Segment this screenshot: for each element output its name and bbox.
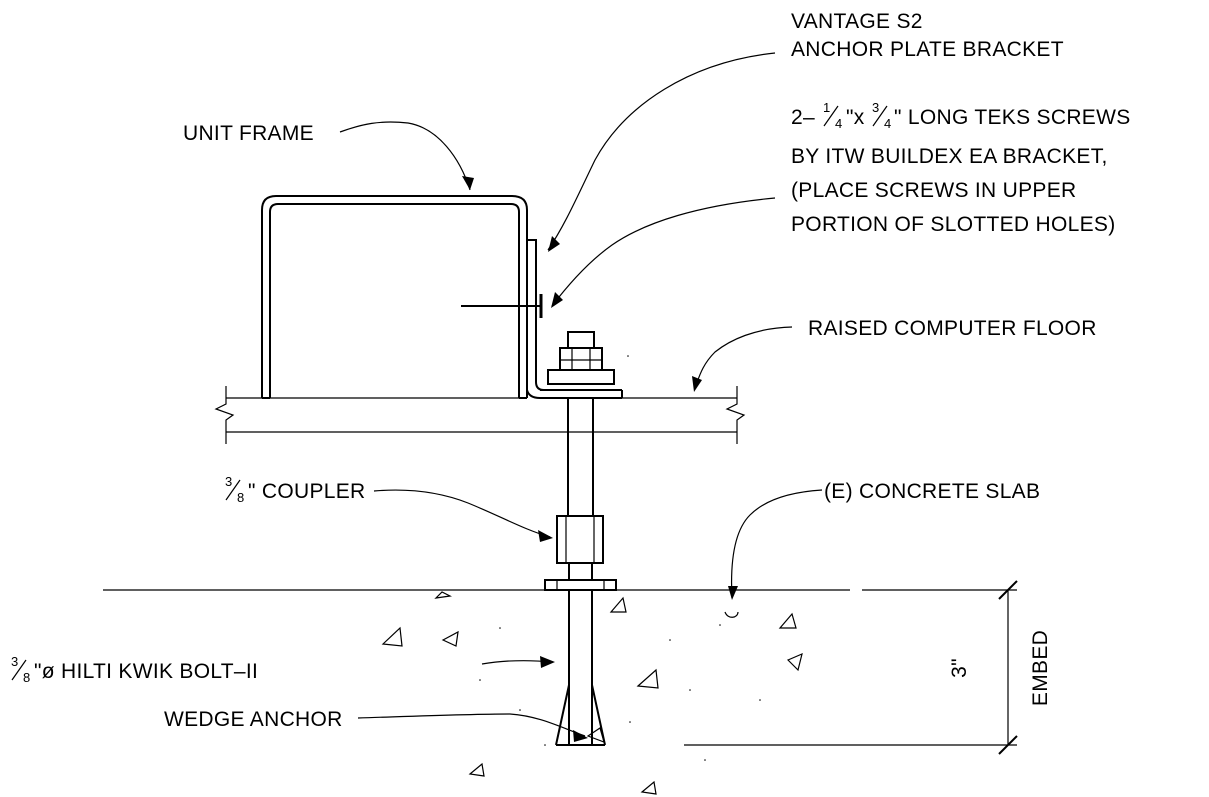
anchor-plate-bracket (526, 239, 623, 399)
screws-frac2-den: 4 (884, 116, 891, 131)
screws-line4: PORTION OF SLOTTED HOLES) (791, 213, 1116, 236)
hex-nut (547, 331, 615, 385)
anchor-label-line2: WEDGE ANCHOR (164, 708, 343, 731)
raised-floor (214, 386, 746, 444)
raised-floor-label: RAISED COMPUTER FLOOR (808, 317, 1097, 340)
leader-lines (339, 52, 823, 742)
wedge-anchor (555, 590, 606, 746)
anchor-label-line1: "ø HILTI KWIK BOLT–II (34, 660, 258, 683)
screws-frac1-den: 4 (835, 116, 842, 131)
coupler-frac-num: 3 (225, 474, 232, 489)
anchor-frac-num: 3 (11, 654, 18, 669)
bracket-label-line2: ANCHOR PLATE BRACKET (791, 38, 1064, 61)
embed-label: EMBED (1029, 630, 1052, 706)
screws-suffix: " LONG TEKS SCREWS (894, 106, 1131, 129)
screws-frac2-num: 3 (872, 100, 879, 115)
screws-line3: (PLACE SCREWS IN UPPER (791, 179, 1077, 202)
screws-prefix: 2– (791, 106, 815, 129)
anchor-frac-den: 8 (23, 670, 30, 685)
coupler-label: " COUPLER (248, 480, 366, 503)
screws-x: "x (846, 106, 865, 129)
coupler-frac-den: 8 (237, 490, 244, 505)
coupler (556, 515, 604, 564)
embed-value: 3" (948, 658, 971, 678)
embed-dimension (998, 580, 1018, 755)
screws-line2: BY ITW BUILDEX EA BRACKET, (791, 145, 1108, 168)
concrete-slab (103, 355, 1017, 795)
bracket-label-line1: VANTAGE S2 (791, 10, 923, 33)
slab-washer (544, 579, 617, 591)
unit-frame-label: UNIT FRAME (183, 122, 314, 145)
screws-frac1-num: 1 (823, 100, 830, 115)
unit-frame (261, 195, 528, 399)
concrete-slab-label: (E) CONCRETE SLAB (824, 480, 1040, 503)
annotations: VANTAGE S2 ANCHOR PLATE BRACKET 2– 1 4 "… (11, 10, 1131, 731)
threaded-rod (567, 398, 594, 580)
teks-screw (461, 294, 543, 318)
